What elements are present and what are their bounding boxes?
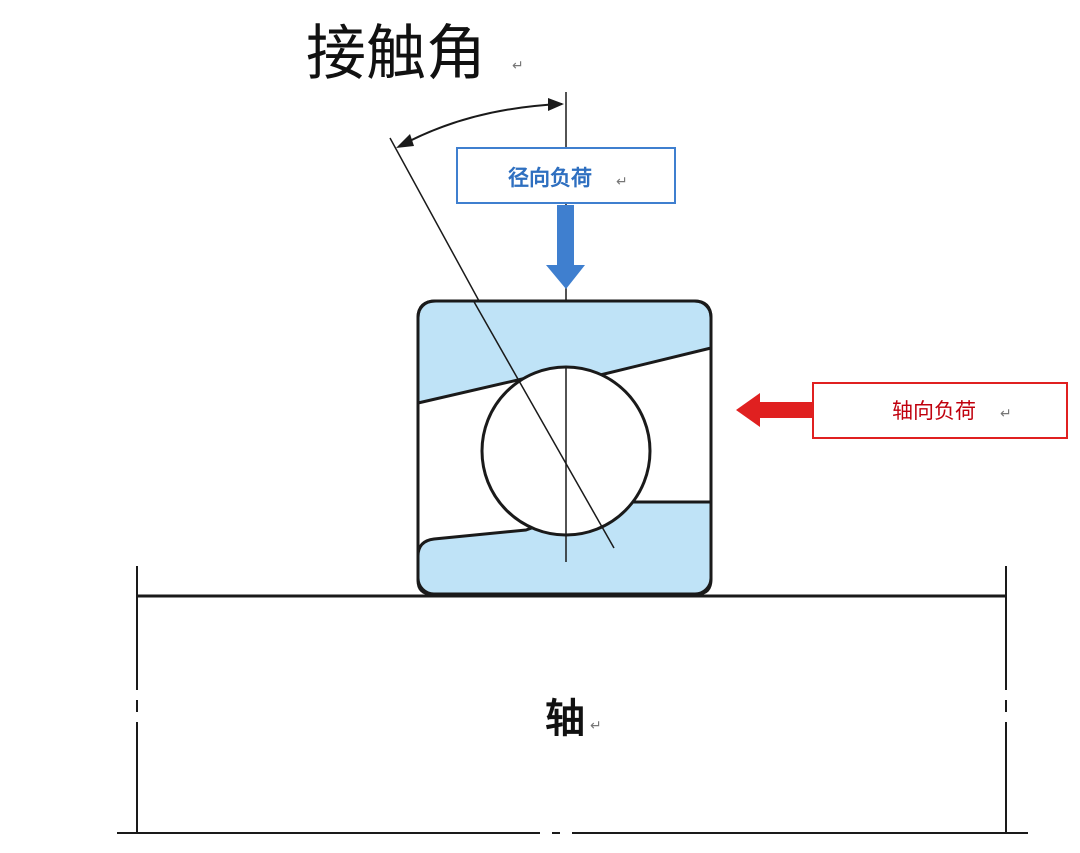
bearing (416, 299, 713, 596)
title-text: 接触角 (306, 19, 486, 89)
radial-load-label: 径向负荷 (508, 166, 592, 190)
title: 接触角 ↵ (306, 19, 524, 89)
arc-arrowhead-right (548, 98, 564, 111)
axial-load-label: 轴向负荷 (892, 399, 976, 423)
arc-arrowhead-left (396, 134, 414, 148)
title-paragraph-mark: ↵ (512, 58, 524, 74)
radial-load-paragraph-mark: ↵ (616, 174, 628, 190)
axial-load-arrow (736, 393, 812, 427)
shaft: 轴 ↵ (117, 566, 1028, 834)
shaft-label: 轴 (545, 696, 585, 742)
axial-load-paragraph-mark: ↵ (1000, 406, 1012, 422)
bearing-frame (416, 299, 713, 596)
axial-load-box: 轴向负荷 ↵ (812, 382, 1068, 439)
radial-load-arrow (546, 205, 585, 289)
shaft-paragraph-mark: ↵ (590, 718, 602, 734)
radial-load-box: 径向负荷 ↵ (456, 147, 676, 204)
contact-angle-arc (396, 98, 564, 148)
